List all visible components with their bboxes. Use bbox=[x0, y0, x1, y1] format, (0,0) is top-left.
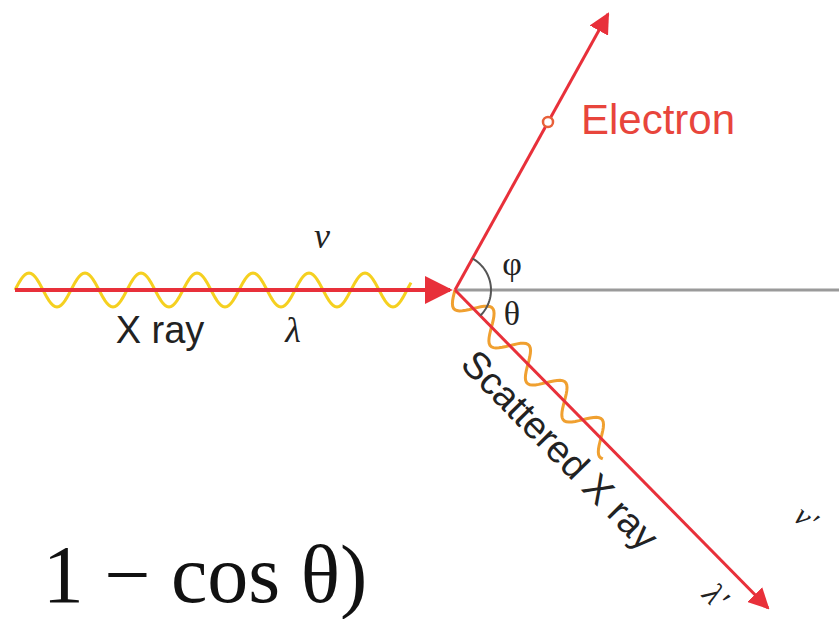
ray-label: Scattered X ray bbox=[455, 343, 666, 556]
electron-path bbox=[455, 14, 608, 290]
angle-arc bbox=[472, 259, 491, 316]
formula-fragment: 1 − cos θ) bbox=[43, 534, 368, 616]
ray-label: X ray bbox=[116, 311, 205, 349]
angle-label: φ bbox=[502, 247, 522, 281]
frequency-label: ν' bbox=[789, 500, 823, 536]
frequency-label: ν bbox=[314, 218, 330, 254]
axis-line bbox=[455, 289, 839, 292]
wavelength-label: λ' bbox=[697, 577, 734, 614]
particle-label: Electron bbox=[581, 99, 735, 141]
scattered-ray bbox=[455, 290, 768, 608]
electron-dot bbox=[543, 117, 553, 127]
wavelength-label: λ bbox=[285, 312, 301, 348]
incident-ray bbox=[15, 288, 450, 292]
angle-label: θ bbox=[504, 297, 520, 331]
